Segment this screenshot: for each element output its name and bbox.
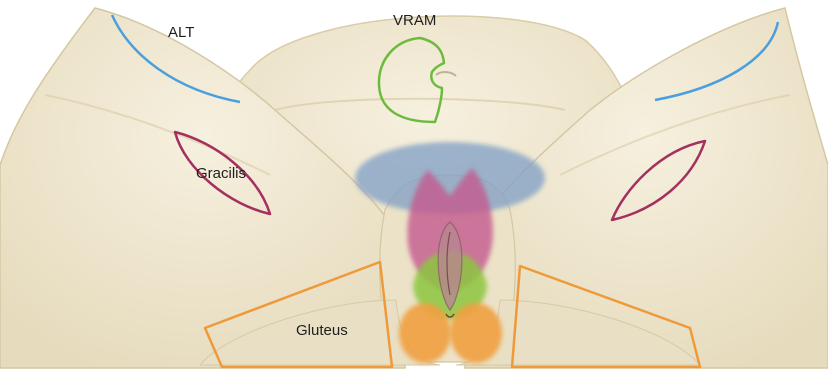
orange-zone-right xyxy=(450,303,502,363)
orange-zone-left xyxy=(399,303,451,363)
gracilis-label: Gracilis xyxy=(196,165,246,182)
vram-label: VRAM xyxy=(393,12,436,29)
gluteus-label: Gluteus xyxy=(296,322,348,339)
alt-label: ALT xyxy=(168,24,194,41)
